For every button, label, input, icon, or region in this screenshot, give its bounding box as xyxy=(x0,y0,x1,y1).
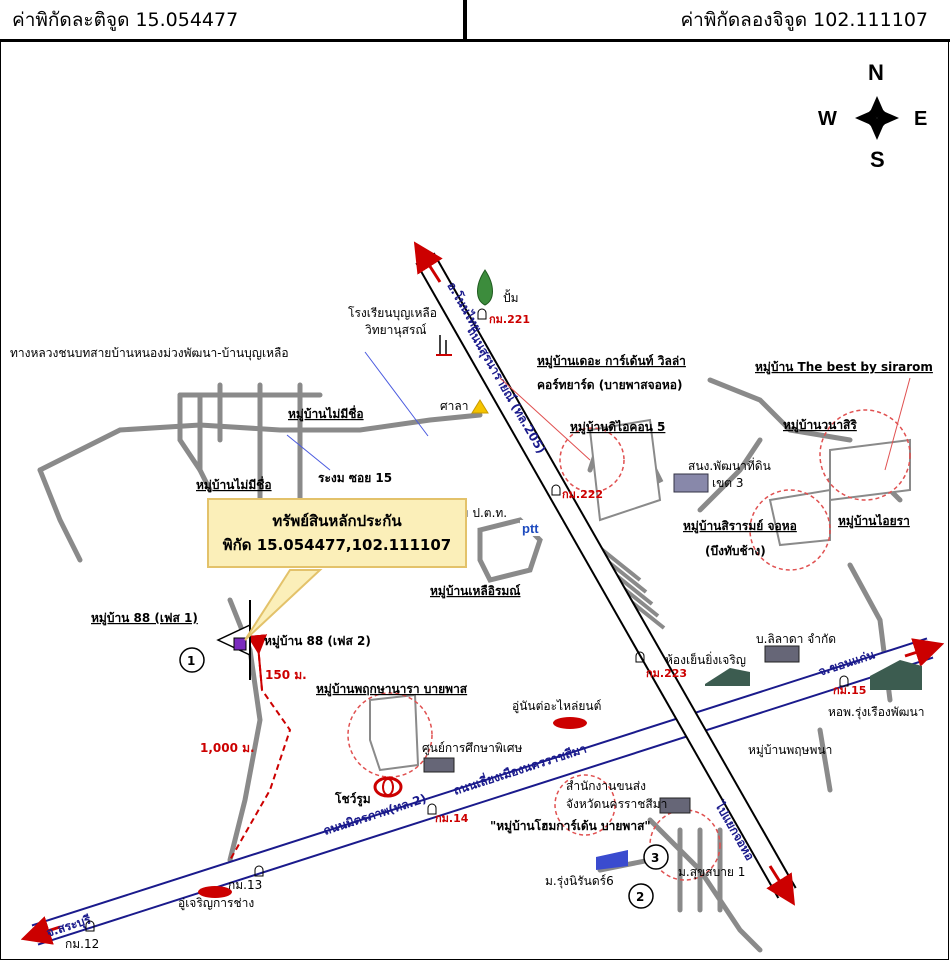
compass-e: E xyxy=(914,108,927,130)
suksabai-label: ม.สุขสบาย 1 xyxy=(678,865,745,880)
garden-villa-label: หมู่บ้านเดอะ การ์เด้นท์ วิลล่า xyxy=(537,354,686,369)
svg-text:2: 2 xyxy=(636,890,644,904)
toyota-logo-icon xyxy=(373,776,403,798)
sirarom-label-2: (บึงทับช้าง) xyxy=(705,544,766,558)
no-name-village-2: หมู่บ้านไม่มีชื่อ xyxy=(196,476,272,493)
cold-room-label: ห้องเย็นยิ่งเจริญ xyxy=(665,651,746,667)
village88-phase2-label: หมู่บ้าน 88 (เฟส 2) xyxy=(264,634,371,649)
compass-icon: N S W E xyxy=(818,60,927,172)
compass-n: N xyxy=(868,60,884,85)
km12: กม.12 xyxy=(65,937,99,951)
aira-label: หมู่บ้านไอยรา xyxy=(838,513,910,529)
school-icon xyxy=(436,335,452,356)
pruksa-nana-label: หมู่บ้านพฤษพนา xyxy=(748,743,832,758)
number-2: 2 xyxy=(628,883,654,909)
map-canvas: N S W E xyxy=(10,60,945,953)
home-garden-label: "หมู่บ้านโฮมการ์เด้น บายพาส" xyxy=(490,818,651,834)
km15: กม.15 xyxy=(833,684,866,697)
warehouse-icon xyxy=(705,660,922,690)
sala-icon xyxy=(471,399,489,414)
sirarom-label-1: หมู่บ้านสิรารมย์ จอหอ xyxy=(683,519,797,534)
property-marker xyxy=(216,600,251,680)
road-arrows xyxy=(20,241,945,945)
village-blocks xyxy=(369,418,911,772)
header-divider xyxy=(463,0,467,42)
land-office-icon xyxy=(673,473,709,493)
dist-150: 150 ม. xyxy=(265,668,307,682)
dist-1000: 1,000 ม. xyxy=(200,741,255,755)
lasda-label: บ.ลิลาดา จำกัด xyxy=(756,632,836,646)
school-label-1: โรงเรียนบุญเหลือ xyxy=(348,306,437,321)
distance-arrow xyxy=(247,634,268,691)
svg-text:1: 1 xyxy=(187,654,195,668)
compass-w: W xyxy=(818,108,837,130)
km13: กม.13 xyxy=(228,878,262,892)
collateral-callout: ทรัพย์สินหลักประกัน พิกัด 15.054477,102.… xyxy=(207,498,467,568)
longitude-label: ค่าพิกัดลองจิจูด 102.111107 xyxy=(680,8,928,31)
special-ed-label: ศูนย์การศึกษาพิเศษ xyxy=(422,741,522,756)
km14: กม.14 xyxy=(435,812,469,825)
diicon-label: หมู่บ้านดิไอคอน 5 xyxy=(570,419,665,435)
km223: กม.223 xyxy=(646,667,687,680)
km221: กม.221 xyxy=(489,313,530,326)
land-office-label-1: สนง.พัฒนาที่ดิน xyxy=(688,457,771,473)
factory-icon xyxy=(764,645,800,663)
school-label-2: วิทยานุสรณ์ xyxy=(365,323,427,338)
rayong-soi-label: ระงม ซอย 15 xyxy=(318,471,392,485)
pump-label: ปั้ม xyxy=(503,289,519,305)
no-name-village-1: หมู่บ้านไม่มีชื่อ xyxy=(288,405,364,422)
wanasiri-label: หมู่บ้านวนาสิริ xyxy=(783,418,857,433)
village-house-icon xyxy=(596,850,628,870)
luea-rom-label: หมู่บ้านเหลือิรมณ์ xyxy=(430,584,520,599)
transport-label-2: จังหวัดนครราชสีมา xyxy=(566,797,667,811)
road205-label-b: ถนนสุรนารายณ์ (ทล.205) xyxy=(464,325,549,457)
land-office-label-2: เขต 3 xyxy=(712,476,744,490)
transport-label-1: สำนักงานขนส่ง xyxy=(566,779,646,793)
rungniran-label: ม.รุ่งนิรันดร์6 xyxy=(545,874,614,889)
leader-lines xyxy=(286,351,429,471)
courtyard-label: คอร์ทยาร์ด (บายพาสจอหอ) xyxy=(537,378,682,392)
km-marker-icons xyxy=(85,308,849,932)
svg-text:ptt: ptt xyxy=(522,521,539,536)
longitude-header: ค่าพิกัดลองจิจูด 102.111107 xyxy=(467,0,950,42)
number-3: 3 xyxy=(643,844,669,870)
showroom-label: โชว์รูม xyxy=(334,791,371,807)
transport-office-icon xyxy=(659,797,691,814)
special-ed-icon xyxy=(423,757,455,773)
pruksa-bypass-label: หมู่บ้านพฤกษานารา บายพาส xyxy=(316,682,468,697)
hostel-label: หอพ.รุ่งเรืองพัฒนา xyxy=(828,705,924,720)
highway-2-fill xyxy=(32,639,933,944)
pump-icon xyxy=(477,269,493,306)
svg-text:3: 3 xyxy=(651,851,659,865)
car-icon xyxy=(198,717,587,898)
leader-lines-red xyxy=(499,377,911,471)
garage-label: อู่เจริญการช่าง xyxy=(178,896,254,911)
ptt-logo-icon: ptt xyxy=(520,520,562,536)
rural-road-label: ทางหลวงชนบทสายบ้านหนองม่วงพัฒนา-บ้านบุญเ… xyxy=(10,346,289,361)
compass-s: S xyxy=(870,147,885,172)
number-1: 1 xyxy=(179,647,205,673)
callout-title: ทรัพย์สินหลักประกัน xyxy=(272,512,402,530)
car-parts-label: อู่นันต่อะไหล่ยนต์ xyxy=(512,699,601,714)
village88-phase1-label: หมู่บ้าน 88 (เฟส 1) xyxy=(91,611,198,626)
latitude-label: ค่าพิกัดละติจูด 15.054477 xyxy=(12,8,239,31)
callout-pointer xyxy=(244,569,323,641)
callout-coords: พิกัด 15.054477,102.111107 xyxy=(222,536,452,554)
latitude-header: ค่าพิกัดละติจูด 15.054477 xyxy=(0,0,464,42)
sala-label: ศาลา xyxy=(440,399,468,413)
best-sirarom-label: หมู่บ้าน The best by sirarom xyxy=(755,360,933,375)
highway-205-fill xyxy=(417,253,795,898)
km222: กม.222 xyxy=(562,488,603,501)
